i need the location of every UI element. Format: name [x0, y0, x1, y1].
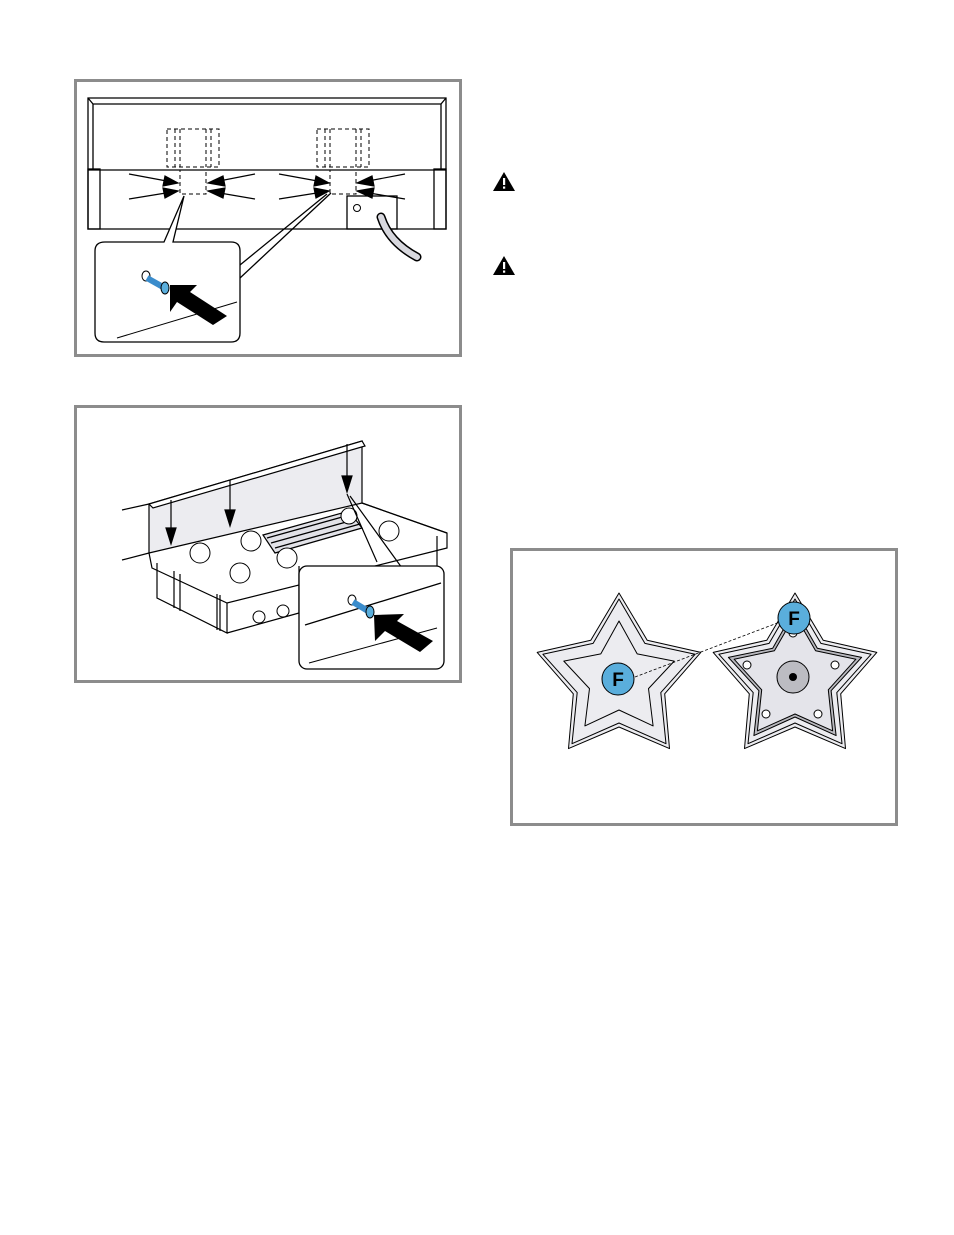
figure-backguard-install — [74, 405, 462, 683]
screw-icon — [347, 594, 375, 619]
alignment-marker-right: F — [777, 601, 811, 635]
cooktop-backguard-illustration — [121, 440, 448, 670]
push-arrow-icon — [374, 614, 433, 652]
warning-triangle-icon — [493, 172, 515, 191]
figure-backguard-wall-mount — [74, 79, 462, 357]
label-f-right: F — [788, 609, 800, 630]
screw-icon — [141, 270, 170, 295]
backguard-rear-illustration — [87, 97, 447, 343]
burner-center — [742, 628, 840, 719]
label-f-left: F — [612, 670, 624, 691]
figure-burner-cap-alignment: F F — [510, 548, 898, 826]
alignment-marker-left: F — [601, 662, 635, 696]
push-arrow-icon — [170, 285, 227, 325]
burner-cap-illustration: F F — [536, 592, 878, 750]
warning-triangle-icon — [493, 256, 515, 275]
